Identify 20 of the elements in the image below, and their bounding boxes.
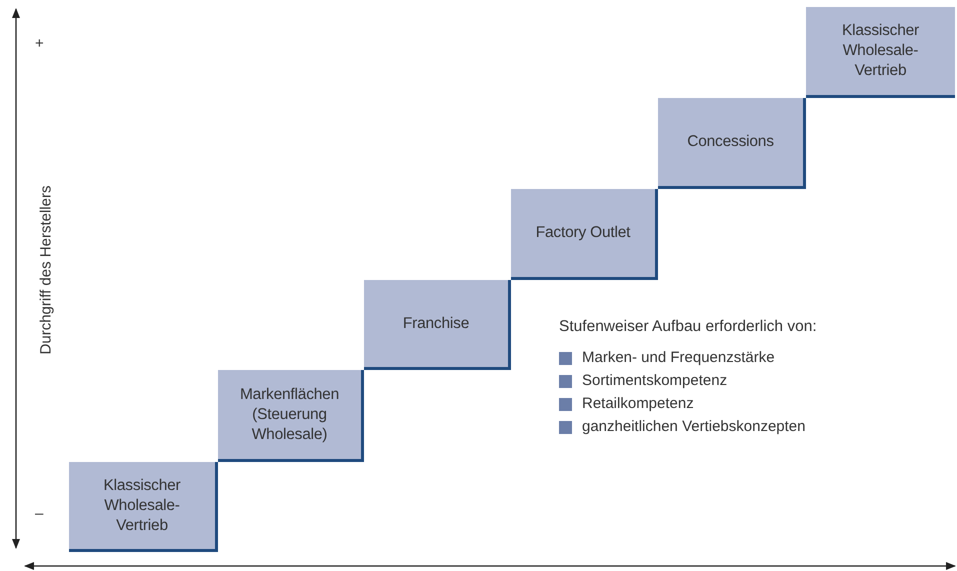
step-box (806, 7, 955, 98)
axis-label: Durchgriff des Herstellers (38, 186, 54, 354)
step-box (69, 462, 218, 552)
step-box (218, 370, 364, 462)
list-item: ganzheitlichen Vertiebskonzepten (582, 417, 806, 437)
step-label: Klassischer Wholesale-Vertrieb (102, 476, 182, 536)
step-box (658, 98, 806, 189)
step-label: Factory Outlet (536, 223, 630, 243)
list-item: Sortimentskompetenz (582, 371, 728, 391)
step-box (511, 189, 658, 280)
list-item: Retailkompetenz (582, 394, 694, 414)
list-item: Marken- und Frequenzstärke (582, 348, 775, 368)
axis-plus-sign: + (35, 35, 44, 53)
axis-minus-sign: – (35, 505, 44, 523)
list-heading: Stufenweiser Aufbau erforderlich von: (559, 318, 817, 337)
step-label: Klassischer Wholesale-Vertrieb (840, 21, 920, 81)
step-label: Markenflächen (Steuerung Wholesale) (238, 384, 340, 444)
step-label: Concessions (687, 132, 774, 152)
step-box (364, 280, 511, 370)
step-label: Franchise (402, 314, 470, 334)
